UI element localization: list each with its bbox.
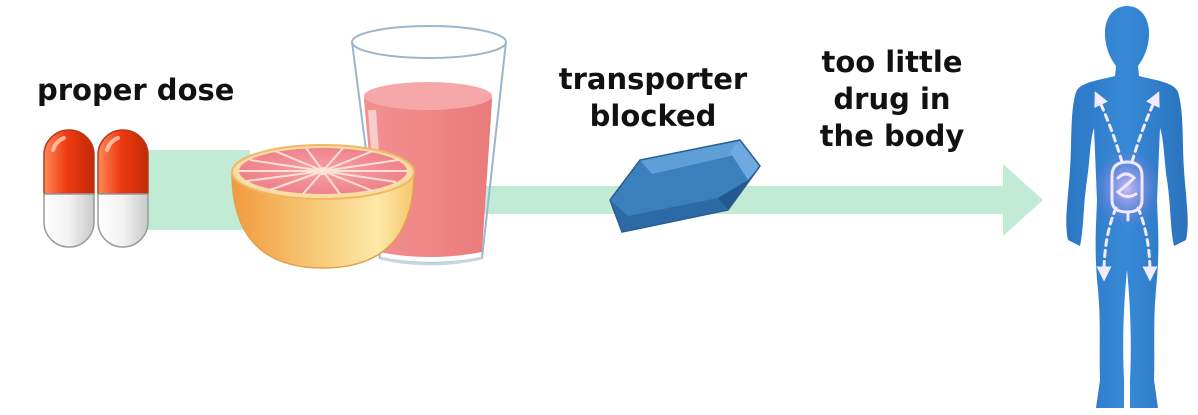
intestine-icon: [1110, 160, 1144, 222]
grapefruit-half-icon: [231, 144, 415, 269]
label-too-little-drug: too little drug in the body: [812, 44, 972, 155]
label-outcome-line-1: too little: [821, 45, 963, 79]
label-transporter-blocked: transporter blocked: [557, 61, 749, 135]
label-transporter-line-2: blocked: [589, 99, 717, 133]
human-body-icon: [1066, 6, 1188, 408]
label-outcome-line-2: drug in: [833, 82, 951, 116]
drug-path-arrows: [1094, 91, 1160, 282]
label-proper-dose-text: proper dose: [37, 73, 235, 107]
label-transporter-line-1: transporter: [558, 62, 748, 96]
label-proper-dose: proper dose: [37, 72, 234, 109]
gut-glow: [1093, 148, 1161, 228]
transporter-crystal-icon: [609, 139, 761, 233]
capsule-pair-icon: [43, 129, 149, 248]
label-outcome-line-3: the body: [819, 119, 965, 153]
